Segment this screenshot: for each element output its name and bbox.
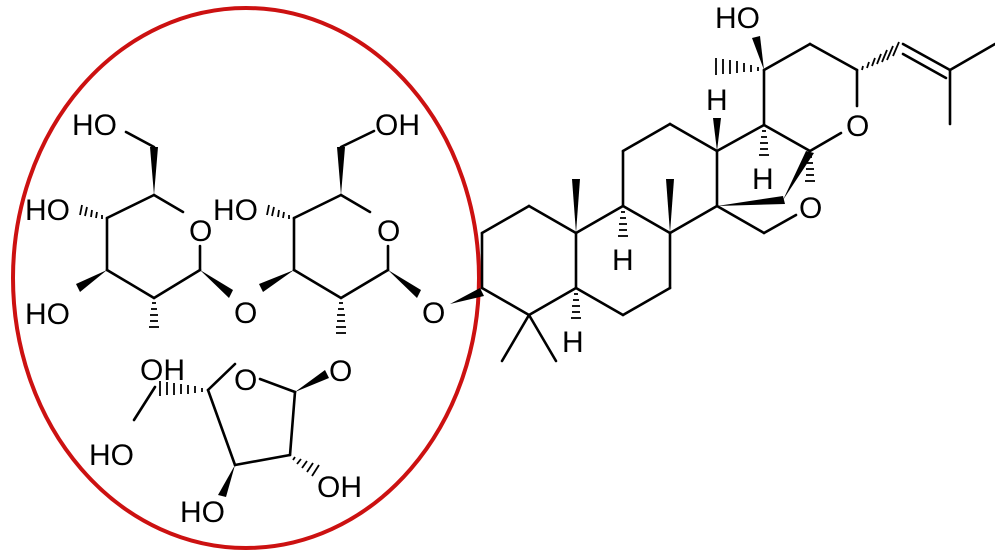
h9-label: H: [612, 244, 634, 277]
glc1-ho6-label: HO: [72, 109, 117, 142]
glc1-ho4-label: HO: [25, 194, 70, 227]
h5-label: H: [562, 326, 584, 359]
glucose-2-inner: OH HO O: [213, 109, 421, 334]
pyran-oxygen-label: O: [846, 110, 869, 143]
h17-label: H: [752, 163, 774, 196]
furanose-oh2-label: OH: [317, 471, 362, 504]
glc2-ring-oxygen-label: O: [377, 215, 400, 248]
h13-label: H: [706, 84, 728, 117]
glycosidic-oxygen-aglycone-label: O: [422, 297, 445, 330]
glycosidic-oxygen-1-3-label: O: [234, 297, 257, 330]
furanose-ho3-label: HO: [180, 496, 225, 529]
glc2-oh6-label: OH: [375, 109, 420, 142]
sugar-chain-highlight-ellipse: [11, 6, 481, 550]
arabinofuranose: O HO HO OH: [89, 362, 362, 529]
glc1-oh2-label: OH: [140, 354, 185, 387]
glc2-ho4-label: HO: [213, 194, 258, 227]
glc1-ring-oxygen-label: O: [189, 215, 212, 248]
aglycone-c3-wedge: [450, 288, 484, 304]
furanose-ho5-label: HO: [89, 439, 134, 472]
glycosidic-oxygen-2-label: O: [329, 355, 352, 388]
dammarane-aglycone: H H H: [480, 2, 995, 363]
furanose-ring-oxygen-label: O: [234, 364, 257, 397]
cage-oxygen-label: O: [799, 192, 822, 225]
ho20-label: HO: [715, 2, 760, 35]
glucose-1-terminal: HO HO HO OH O: [25, 109, 233, 387]
glc1-ho3-label: HO: [25, 298, 70, 331]
